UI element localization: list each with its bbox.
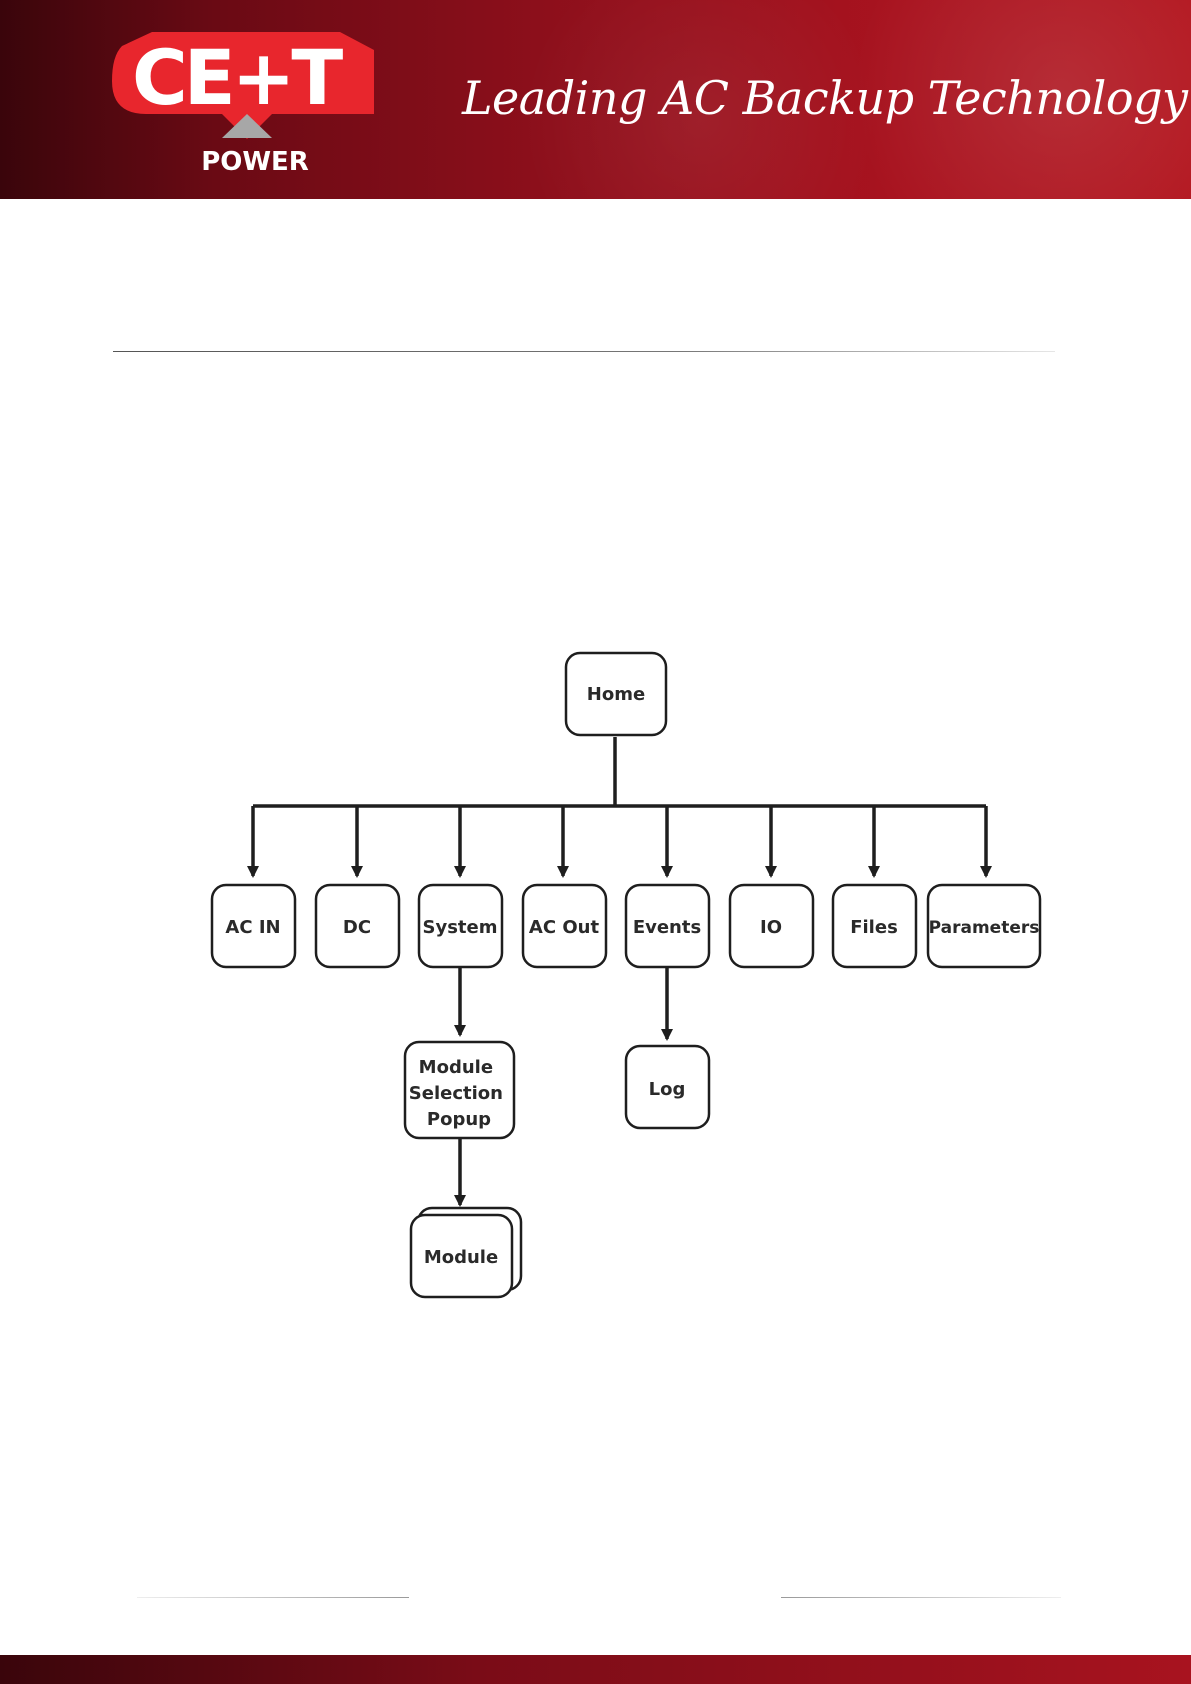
node-popup-line-3: Popup [427, 1109, 491, 1130]
company-logo: CE+T POWER [112, 26, 382, 176]
node-events-label: Events [633, 917, 701, 938]
node-system-label: System [423, 917, 498, 938]
node-log-label: Log [649, 1079, 686, 1100]
node-popup-line-1: Module [419, 1057, 493, 1078]
logo-wordmark: CE+T [132, 33, 343, 122]
node-files-label: Files [850, 917, 898, 938]
logo-subtitle: POWER [201, 147, 309, 176]
node-module-label: Module [424, 1247, 498, 1268]
node-ac-out-label: AC Out [529, 917, 600, 938]
header-tagline: Leading AC Backup Technology [462, 58, 1102, 138]
node-home-label: Home [587, 684, 645, 705]
footer-rule-right [781, 1597, 1061, 1598]
menu-tree-diagram: Home AC IN DC System AC Out Events IO Fi… [0, 640, 1191, 1310]
footer-rule-left [137, 1597, 409, 1598]
node-dc-label: DC [343, 917, 371, 938]
node-ac-in-label: AC IN [225, 917, 280, 938]
header-rule [113, 351, 1055, 352]
node-io-label: IO [760, 917, 782, 938]
node-popup-line-2: Selection [409, 1083, 503, 1104]
node-parameters-label: Parameters [929, 918, 1040, 938]
page-header: CE+T POWER Leading AC Backup Technology [0, 0, 1191, 199]
page-footer-band [0, 1655, 1191, 1684]
